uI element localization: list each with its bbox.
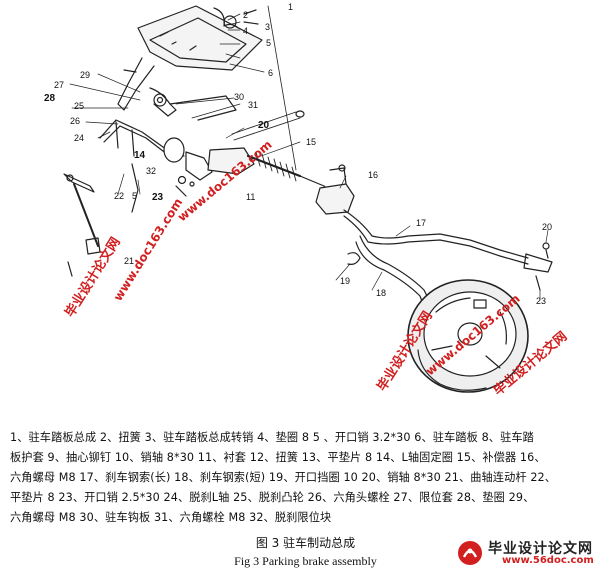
legend-line: 六角螺母 M8 30、驻车钩板 31、六角螺栓 M8 32、脱刹限位块 xyxy=(10,511,332,524)
callout-label: 24 xyxy=(74,133,84,143)
callout-label: 21 xyxy=(124,256,134,266)
callout-label: 31 xyxy=(248,100,258,110)
callout-label: 27 xyxy=(54,80,64,90)
callout-label: 11 xyxy=(246,192,255,202)
watermark-url: www.doc163.com xyxy=(111,196,186,304)
callout-label: 23 xyxy=(152,192,164,203)
callout-labels: 1 2 3 4 5 6 27 29 28 25 26 24 30 31 20 1… xyxy=(44,2,552,306)
callout-label: 3 xyxy=(265,22,270,32)
legend-line: 平垫片 8 23、开口销 2.5*30 24、脱刹L轴 25、脱刹凸轮 26、六… xyxy=(10,491,535,504)
callout-label: 14 xyxy=(134,150,146,161)
figure-caption-chinese: 图 3 驻车制动总成 xyxy=(255,536,356,550)
callout-label: 32 xyxy=(146,166,156,176)
callout-label: 20 xyxy=(542,222,552,232)
brake-drum xyxy=(407,279,529,393)
brake-cables xyxy=(343,209,553,313)
parts-legend: 1、驻车踏板总成 2、扭簧 3、驻车踏板总成转销 4、垫圈 8 5 、开口销 3… xyxy=(10,428,602,528)
parking-brake-diagram: 1 2 3 4 5 6 27 29 28 25 26 24 30 31 20 1… xyxy=(44,2,570,399)
leader-lines xyxy=(69,13,549,301)
callout-label: 20 xyxy=(258,120,270,131)
pedal-assembly xyxy=(137,5,297,171)
pedal-arm xyxy=(117,57,237,121)
watermark-text: 毕业设计论文网 xyxy=(62,234,124,320)
callout-label: 5 xyxy=(132,191,137,201)
callout-label: 29 xyxy=(80,70,90,80)
compensator xyxy=(207,110,347,199)
callout-label: 17 xyxy=(416,218,426,228)
callout-label: 25 xyxy=(74,101,84,111)
callout-label: 16 xyxy=(368,170,378,180)
callout-label: 4 xyxy=(243,26,248,36)
callout-label: 18 xyxy=(376,288,386,298)
brand-name: 毕业设计论文网 xyxy=(488,541,593,557)
callout-label: 23 xyxy=(536,296,546,306)
callout-label: 26 xyxy=(70,116,80,126)
legend-line: 六角螺母 M8 17、刹车钢索(长) 18、刹车钢索(短) 19、开口挡圈 10… xyxy=(10,471,557,484)
legend-line: 1、驻车踏板总成 2、扭簧 3、驻车踏板总成转销 4、垫圈 8 5 、开口销 3… xyxy=(10,431,534,444)
release-shaft xyxy=(99,119,213,181)
site-brand-watermark: 毕业设计论文网 www.56doc.com xyxy=(456,538,606,568)
callout-label: 22 xyxy=(114,191,124,201)
legend-line: 板护套 9、抽心铆钉 10、销轴 8*30 11、衬套 12、扭簧 13、平垫片… xyxy=(10,451,546,464)
callout-label: 30 xyxy=(234,92,244,102)
callout-label: 1 xyxy=(288,2,293,12)
callout-label: 28 xyxy=(44,93,56,104)
callout-label: 15 xyxy=(306,137,316,147)
crank-rod xyxy=(63,173,101,277)
brand-logo-icon xyxy=(458,541,482,565)
callout-label: 6 xyxy=(268,68,273,78)
callout-label: 2 xyxy=(243,10,248,20)
callout-label: 19 xyxy=(340,276,350,286)
brand-url: www.56doc.com xyxy=(502,555,594,566)
callout-label: 5 xyxy=(266,38,271,48)
figure-caption-english: Fig 3 Parking brake assembly xyxy=(234,554,377,568)
bracket xyxy=(315,164,355,215)
small-parts xyxy=(131,163,195,213)
